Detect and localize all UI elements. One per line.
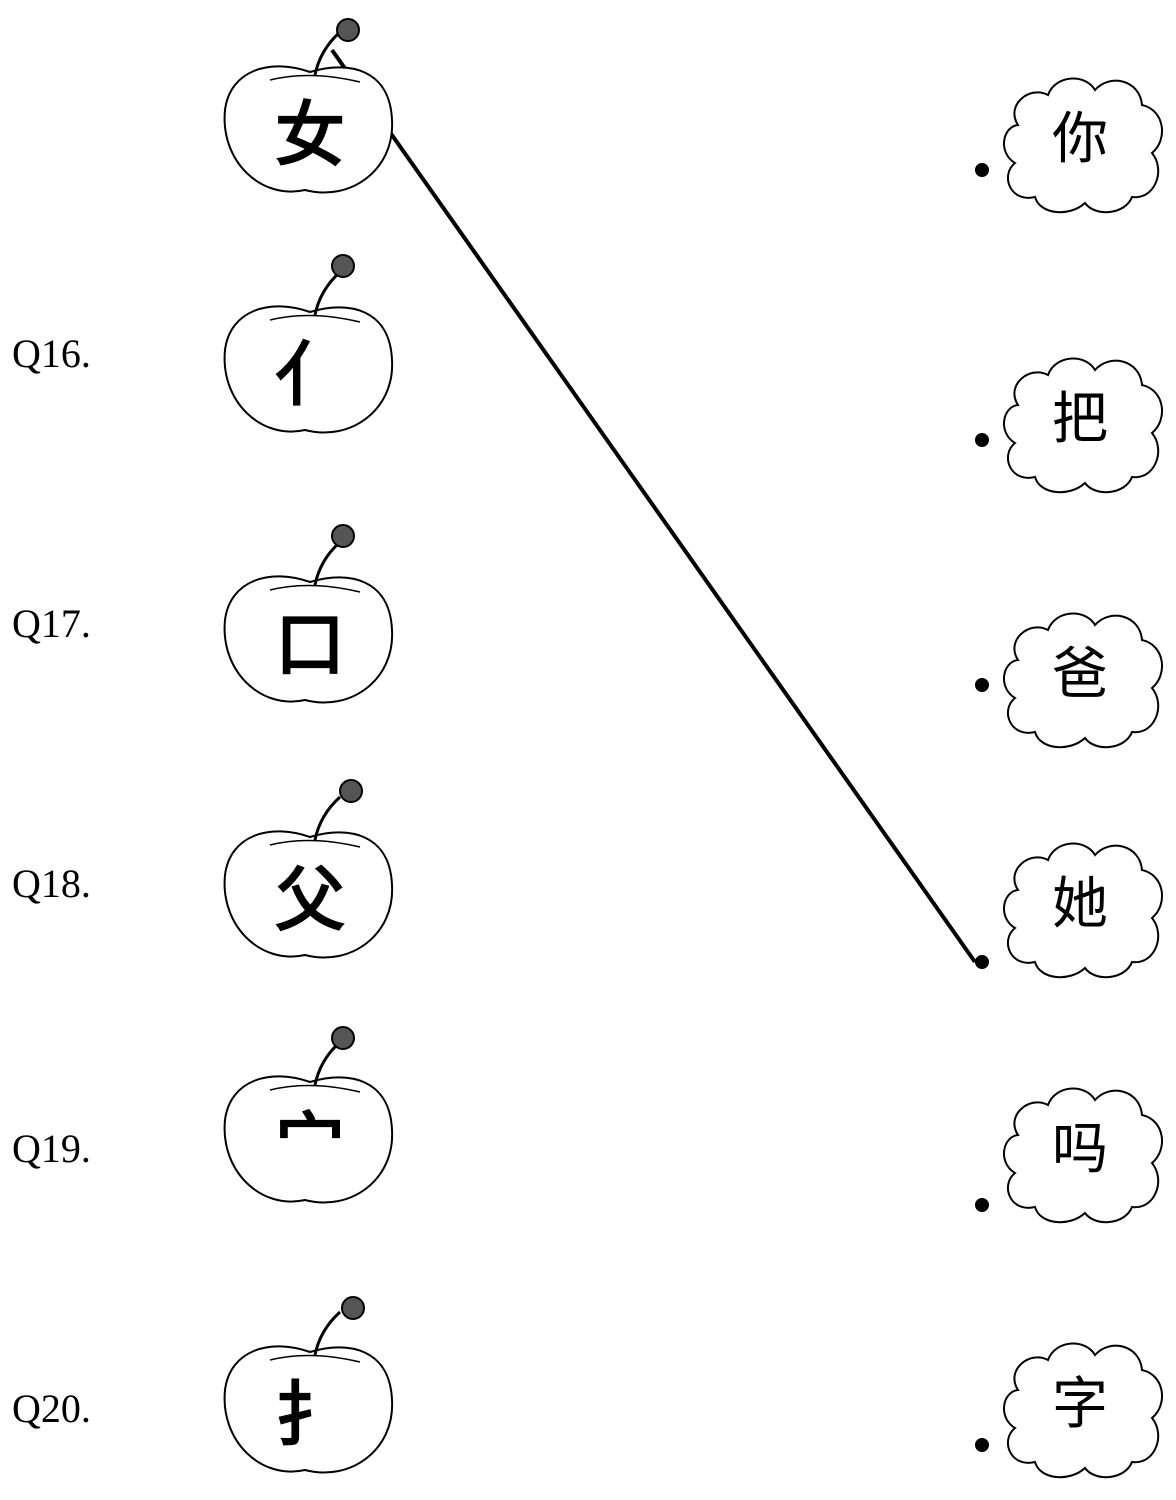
apple-icon	[223, 1026, 394, 1204]
question-label-q17: Q17.	[12, 601, 91, 646]
answer-word: 把	[1052, 387, 1108, 452]
radical-char: 父	[275, 858, 345, 941]
apple-q19[interactable]: 宀	[210, 1020, 410, 1220]
apple-example[interactable]: 女	[210, 10, 410, 210]
radical-char: 宀	[275, 1103, 345, 1186]
apple-icon	[223, 524, 394, 704]
apple-icon	[223, 254, 394, 434]
cloud-answer-1[interactable]: 你	[960, 65, 1176, 215]
cloud-answer-6[interactable]: 字	[960, 1330, 1176, 1480]
apple-icon	[223, 18, 394, 194]
radical-char: 亻	[275, 333, 345, 416]
apple-icon	[223, 1296, 394, 1474]
cloud-icon	[975, 1342, 1163, 1479]
apple-icon	[223, 779, 394, 959]
cloud-icon	[975, 357, 1163, 494]
cloud-answer-5[interactable]: 吗	[960, 1075, 1176, 1225]
question-label-q20: Q20.	[12, 1386, 91, 1431]
cloud-answer-2[interactable]: 把	[960, 345, 1176, 495]
answer-word: 你	[1052, 107, 1108, 172]
answer-word: 爸	[1052, 642, 1108, 707]
cloud-icon	[975, 1087, 1163, 1224]
radical-char: 口	[275, 603, 345, 686]
question-label-q18: Q18.	[12, 861, 91, 906]
answer-word: 吗	[1052, 1117, 1108, 1182]
question-label-q19: Q19.	[12, 1126, 91, 1171]
cloud-answer-3[interactable]: 爸	[960, 600, 1176, 750]
cloud-answer-4[interactable]: 她	[960, 830, 1176, 980]
cloud-icon	[975, 77, 1163, 214]
cloud-icon	[975, 842, 1163, 979]
apple-q17[interactable]: 口	[210, 520, 410, 720]
answer-word: 字	[1052, 1372, 1108, 1437]
cloud-icon	[975, 612, 1163, 749]
question-label-q16: Q16.	[12, 331, 91, 376]
answer-word: 她	[1052, 872, 1108, 937]
apple-q16[interactable]: 亻	[210, 250, 410, 450]
radical-char: 女	[275, 93, 345, 176]
apple-q20[interactable]: 扌	[210, 1290, 410, 1490]
radical-char: 扌	[275, 1373, 345, 1456]
apple-q18[interactable]: 父	[210, 775, 410, 975]
